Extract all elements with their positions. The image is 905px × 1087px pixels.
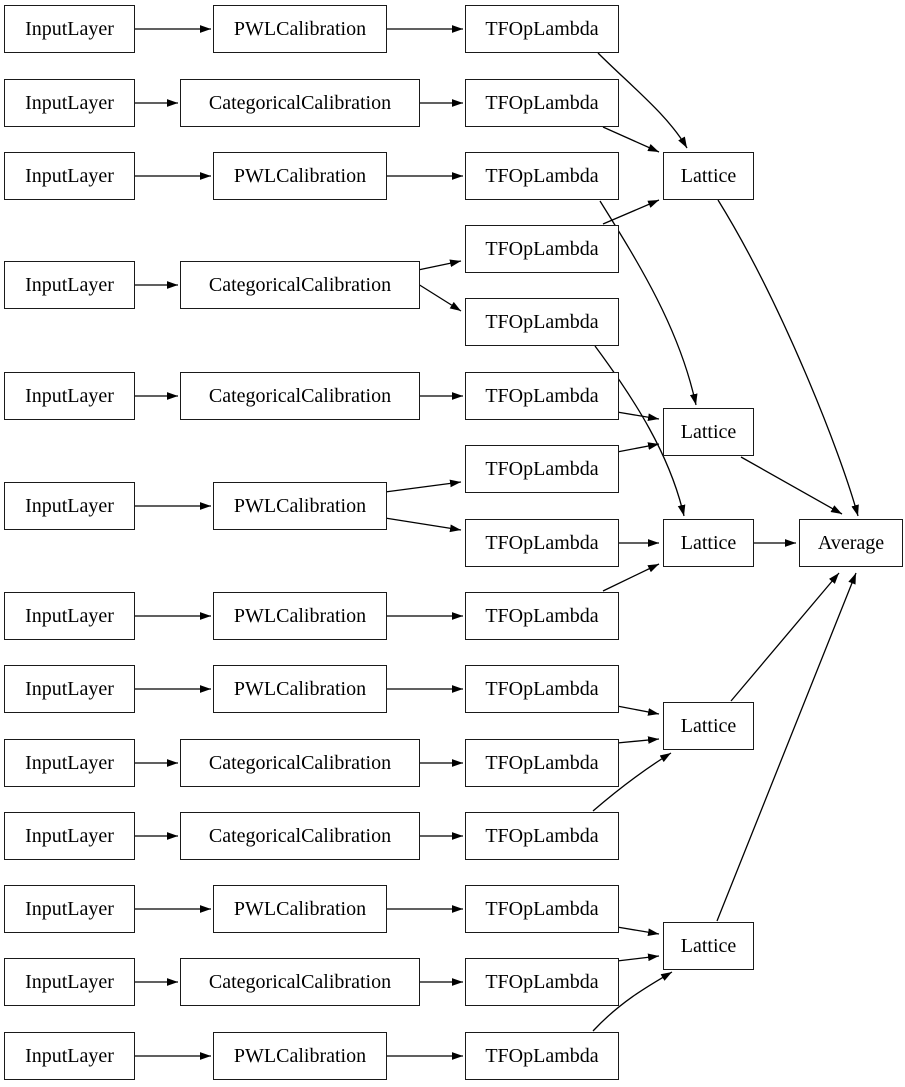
- node-tf-op-lambda-6a: TFOpLambda: [465, 445, 619, 493]
- node-input-layer-2: InputLayer: [4, 79, 135, 127]
- node-categorical-calibration-4: CategoricalCalibration: [180, 261, 420, 309]
- edge-tfop6a-lattice2: [616, 442, 660, 453]
- node-tf-op-lambda-9: TFOpLambda: [465, 739, 619, 787]
- node-input-layer-6: InputLayer: [4, 482, 135, 530]
- node-lattice-3: Lattice: [663, 519, 754, 567]
- node-pwl-calibration-7: PWLCalibration: [213, 592, 387, 640]
- node-lattice-1: Lattice: [663, 152, 754, 200]
- node-pwl-calibration-6: PWLCalibration: [213, 482, 387, 530]
- edge-lattice4-average: [730, 572, 840, 702]
- edge-tfop2-lattice1: [602, 126, 660, 153]
- node-input-layer-13: InputLayer: [4, 1032, 135, 1080]
- node-tf-op-lambda-3: TFOpLambda: [465, 152, 619, 200]
- node-input-layer-8: InputLayer: [4, 665, 135, 713]
- edge-tfop11-lattice5: [616, 926, 660, 936]
- node-categorical-calibration-12: CategoricalCalibration: [180, 958, 420, 1006]
- node-lattice-2: Lattice: [663, 408, 754, 456]
- node-tf-op-lambda-6b: TFOpLambda: [465, 519, 619, 567]
- edge-tfop8-lattice4: [616, 705, 660, 716]
- node-tf-op-lambda-5: TFOpLambda: [465, 372, 619, 420]
- node-lattice-4: Lattice: [663, 702, 754, 750]
- node-tf-op-lambda-11: TFOpLambda: [465, 885, 619, 933]
- node-lattice-5: Lattice: [663, 922, 754, 970]
- edge-tfop1-lattice1: [597, 52, 688, 149]
- edge-tfop4b-lattice3: [594, 345, 686, 517]
- node-categorical-calibration-10: CategoricalCalibration: [180, 812, 420, 860]
- edge-tfop10-lattice4: [592, 752, 672, 812]
- node-tf-op-lambda-12: TFOpLambda: [465, 958, 619, 1006]
- node-pwl-calibration-11: PWLCalibration: [213, 885, 387, 933]
- node-tf-op-lambda-4a: TFOpLambda: [465, 225, 619, 273]
- edge-tfop12-lattice5: [616, 953, 660, 962]
- node-pwl-calibration-1: PWLCalibration: [213, 5, 387, 53]
- node-tf-op-lambda-4b: TFOpLambda: [465, 298, 619, 346]
- node-average: Average: [799, 519, 903, 567]
- node-input-layer-11: InputLayer: [4, 885, 135, 933]
- node-pwl-calibration-8: PWLCalibration: [213, 665, 387, 713]
- node-categorical-calibration-5: CategoricalCalibration: [180, 372, 420, 420]
- node-input-layer-4: InputLayer: [4, 261, 135, 309]
- edge-lattice1-average: [717, 199, 859, 517]
- edge-tfop5-lattice2: [616, 411, 660, 421]
- edge-cal4-tfop4b: [417, 283, 462, 312]
- edge-tfop9-lattice4: [616, 736, 660, 744]
- node-pwl-calibration-13: PWLCalibration: [213, 1032, 387, 1080]
- edge-lattice5-average: [716, 572, 857, 922]
- edge-cal6-tfop6a: [384, 479, 462, 493]
- node-input-layer-12: InputLayer: [4, 958, 135, 1006]
- node-input-layer-7: InputLayer: [4, 592, 135, 640]
- node-tf-op-lambda-2: TFOpLambda: [465, 79, 619, 127]
- node-tf-op-lambda-7: TFOpLambda: [465, 592, 619, 640]
- node-tf-op-lambda-13: TFOpLambda: [465, 1032, 619, 1080]
- node-input-layer-5: InputLayer: [4, 372, 135, 420]
- node-input-layer-10: InputLayer: [4, 812, 135, 860]
- node-tf-op-lambda-10: TFOpLambda: [465, 812, 619, 860]
- node-categorical-calibration-2: CategoricalCalibration: [180, 79, 420, 127]
- edge-cal6-tfop6b: [384, 517, 462, 533]
- edge-cal4-tfop4a: [417, 259, 462, 271]
- node-tf-op-lambda-8: TFOpLambda: [465, 665, 619, 713]
- node-tf-op-lambda-1: TFOpLambda: [465, 5, 619, 53]
- node-input-layer-9: InputLayer: [4, 739, 135, 787]
- node-input-layer-3: InputLayer: [4, 152, 135, 200]
- edge-tfop7-lattice3: [602, 563, 660, 592]
- node-categorical-calibration-9: CategoricalCalibration: [180, 739, 420, 787]
- edge-tfop13-lattice5: [592, 971, 673, 1032]
- edge-lattice2-average: [740, 456, 843, 515]
- node-input-layer-1: InputLayer: [4, 5, 135, 53]
- node-pwl-calibration-3: PWLCalibration: [213, 152, 387, 200]
